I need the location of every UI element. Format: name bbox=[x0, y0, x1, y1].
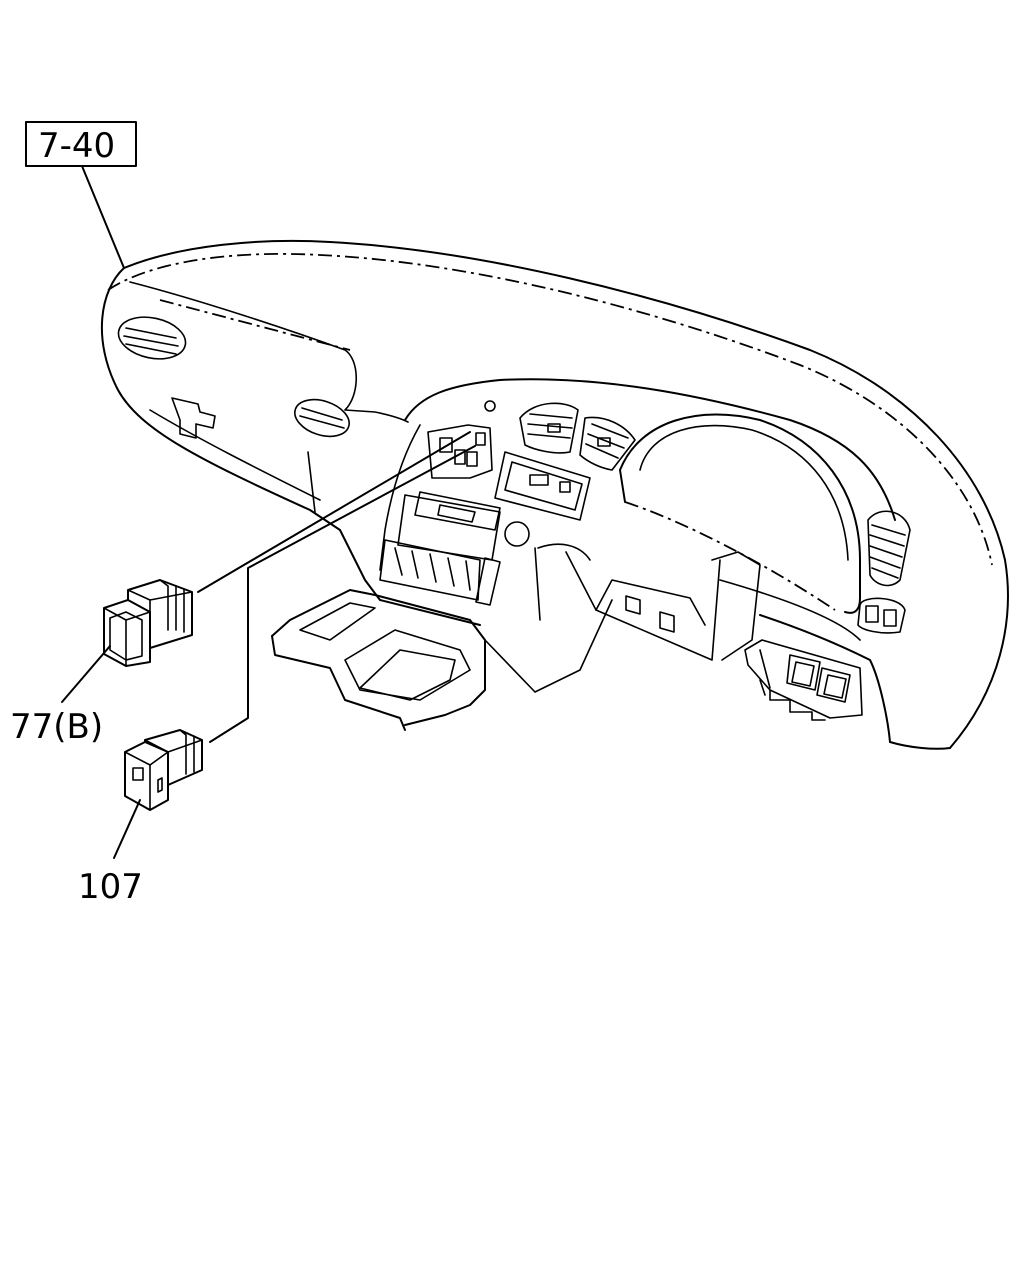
reference-label: 7-40 bbox=[38, 126, 115, 166]
reference-leader-line bbox=[81, 165, 125, 269]
lower-switch-bezel bbox=[565, 551, 761, 661]
switch-77b[interactable]: 77(B) bbox=[10, 579, 193, 747]
driver-lower-panel bbox=[744, 614, 951, 750]
passenger-vent bbox=[294, 398, 350, 438]
passenger-panel-dropline bbox=[307, 451, 316, 513]
lower-trim-line bbox=[719, 579, 861, 641]
switch-77b-face bbox=[103, 599, 151, 667]
leader-line-switch-a bbox=[197, 431, 471, 593]
reference-box bbox=[25, 121, 137, 167]
climate-controls bbox=[379, 539, 501, 606]
indicator-lamp bbox=[484, 400, 496, 412]
center-vents bbox=[519, 402, 636, 471]
switch-107-face bbox=[124, 741, 169, 811]
dash-top-contour-inner bbox=[107, 253, 993, 566]
center-stack-hood bbox=[404, 378, 896, 521]
passenger-panel-edge bbox=[149, 409, 321, 501]
right-switch-pair bbox=[857, 597, 906, 634]
center-console bbox=[271, 529, 613, 731]
hazard-strip bbox=[494, 451, 591, 521]
reference-callout[interactable]: 7-40 bbox=[25, 121, 137, 269]
switch-107[interactable]: 107 bbox=[78, 729, 203, 907]
passenger-panel-face bbox=[129, 281, 409, 423]
passenger-panel-lower bbox=[159, 299, 351, 351]
instrument-cluster bbox=[619, 413, 861, 614]
instrument-panel bbox=[100, 239, 1009, 750]
switch-107-leader bbox=[113, 799, 141, 859]
right-side-vent bbox=[867, 510, 911, 587]
leader-line-switch-b bbox=[209, 445, 476, 743]
dash-left-end bbox=[100, 267, 341, 531]
left-side-vent bbox=[117, 316, 187, 360]
dash-top-contour bbox=[123, 239, 1009, 749]
switch-107-label: 107 bbox=[78, 867, 143, 907]
passenger-label-plate bbox=[171, 397, 216, 439]
switch-77b-leader bbox=[61, 645, 111, 703]
center-stack-inner bbox=[379, 424, 421, 571]
switch-77b-label: 77(B) bbox=[10, 707, 103, 747]
